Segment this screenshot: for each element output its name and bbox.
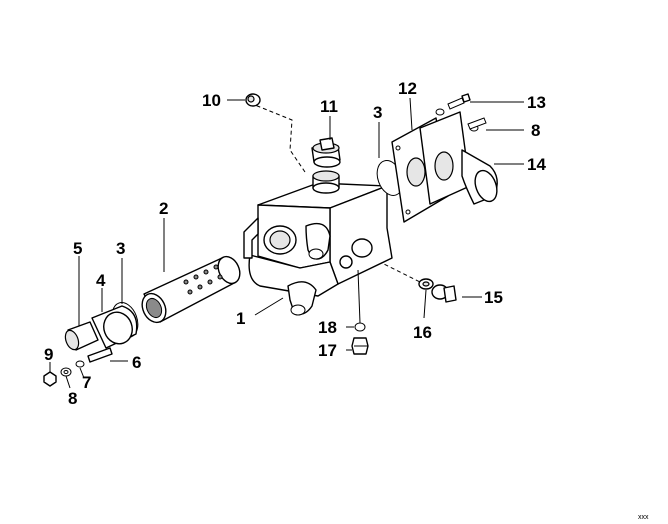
callout-1: 1 [236,309,245,328]
part-4-end-cover [91,305,138,349]
part-6-stud [87,347,113,363]
part-13-bolts [447,93,471,110]
part-15-drain-plug [431,284,457,303]
callout-2: 2 [159,199,168,218]
part-18-washer [354,322,366,332]
callout-14: 14 [527,155,546,174]
part-17-fitting [351,337,369,355]
callout-4: 4 [96,271,106,290]
callout-8-left: 8 [68,389,77,408]
part-7-washer [75,360,85,368]
corner-mark: xxx [638,514,649,521]
callout-11: 11 [320,97,338,116]
part-8-washer-left [60,367,72,377]
callout-16: 16 [413,323,432,342]
part-2-filter-element [141,255,241,324]
part-10-plug [245,93,261,107]
part-1-main-housing [243,170,393,316]
callout-3-left: 3 [116,239,125,258]
leader-lines [49,97,524,389]
callout-15: 15 [484,288,503,307]
part-11-filler-cap [311,137,341,168]
callout-13: 13 [527,93,546,112]
callout-10: 10 [202,91,221,110]
callout-5: 5 [73,239,82,258]
callout-3-right: 3 [373,103,382,122]
callout-8-right: 8 [531,121,540,140]
part-14-outlet-flange [419,111,498,205]
part-8-washers-right [435,108,487,132]
callout-6: 6 [132,353,141,372]
part-5-inlet-tube [64,321,99,351]
callout-12: 12 [398,79,417,98]
callout-17: 17 [318,341,337,360]
callout-7: 7 [82,373,91,392]
part-16-sealing-washer [418,278,434,290]
callout-9: 9 [44,345,53,364]
part-9-nut [43,371,57,387]
callout-18: 18 [318,318,337,337]
